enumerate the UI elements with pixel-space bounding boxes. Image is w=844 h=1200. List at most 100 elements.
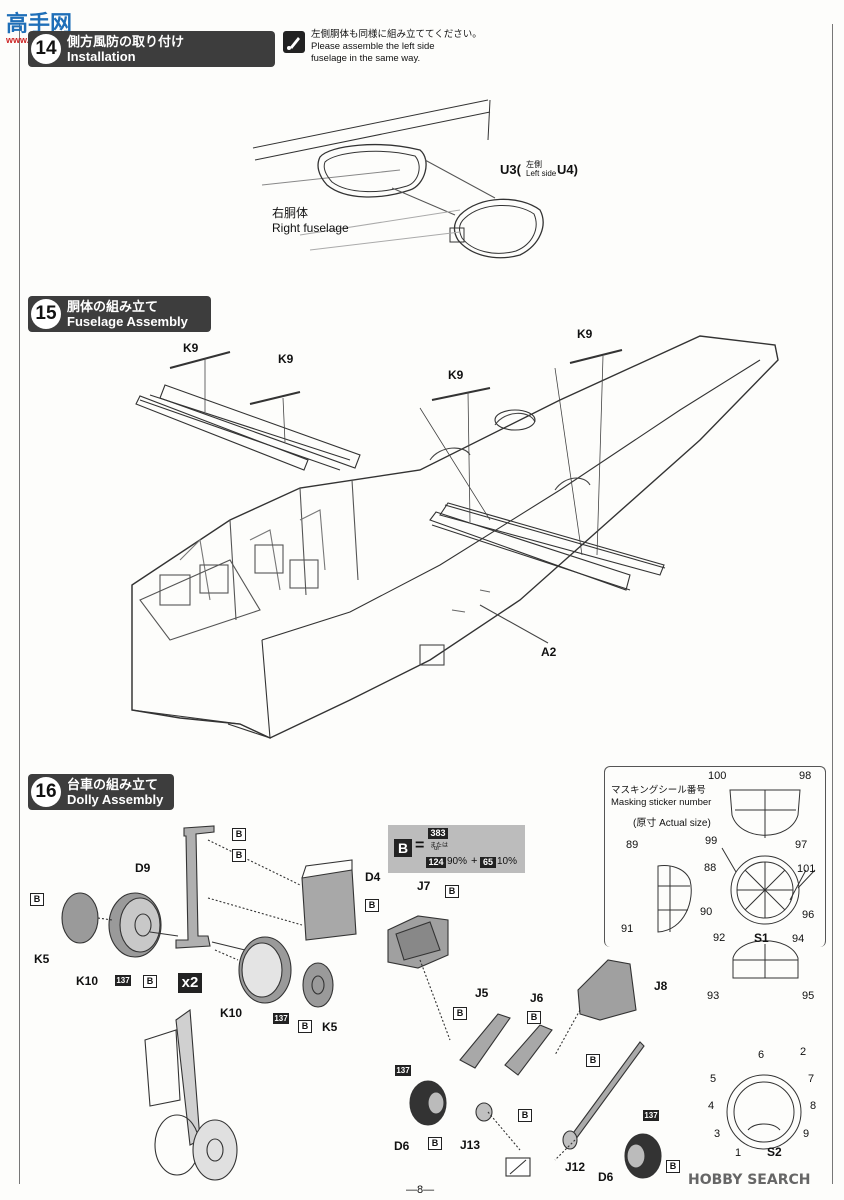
label-d4: D4 bbox=[365, 870, 381, 884]
label-u3: U3( bbox=[500, 162, 521, 177]
paint-callout-box: B = 383 または or 124 90% + 65 10% bbox=[388, 825, 525, 873]
label-j13: J13 bbox=[460, 1138, 481, 1152]
paint-pct-10: 10% bbox=[497, 856, 518, 867]
footer-logo-text: HOBBY SEARCH bbox=[688, 1172, 811, 1188]
step-14-number: 14 bbox=[31, 34, 61, 64]
note-14-en2: fuselage in the same way. bbox=[311, 53, 421, 64]
masking-title-en: Masking sticker number bbox=[611, 797, 712, 808]
paint-b-d4: B bbox=[365, 899, 379, 912]
paint-or-jp: または bbox=[430, 843, 449, 849]
label-k9-3: K9 bbox=[448, 368, 464, 382]
paint-code-383: 383 bbox=[428, 828, 448, 839]
mask-89: 89 bbox=[626, 839, 639, 851]
mask-96: 96 bbox=[802, 909, 815, 921]
paint-b-j8: B bbox=[586, 1054, 600, 1067]
paint-b-j5: B bbox=[453, 1007, 467, 1020]
paint-b-k5-left: B bbox=[30, 893, 44, 906]
step-15-title-en: Fuselage Assembly bbox=[67, 314, 188, 329]
label-d6-left: D6 bbox=[394, 1139, 410, 1153]
mask-93: 93 bbox=[707, 990, 720, 1002]
note-14-jp: 左側胴体も同様に組み立ててください。 bbox=[311, 29, 482, 40]
step-16-title-en: Dolly Assembly bbox=[67, 792, 164, 807]
mask-88: 88 bbox=[704, 862, 717, 874]
mask-94: 94 bbox=[792, 933, 805, 945]
masking-actual-size: (原寸 Actual size) bbox=[633, 818, 711, 829]
paint-b-j6: B bbox=[527, 1011, 541, 1024]
mask-98: 98 bbox=[799, 770, 812, 782]
masking-title-jp: マスキングシール番号 bbox=[611, 785, 706, 796]
step-15-header: 15 胴体の組み立て Fuselage Assembly bbox=[28, 296, 211, 332]
label-u4: U4) bbox=[557, 162, 578, 177]
label-j8: J8 bbox=[654, 979, 668, 993]
note-icon bbox=[283, 31, 305, 53]
mask-95: 95 bbox=[802, 990, 815, 1002]
label-d9: D9 bbox=[135, 861, 151, 875]
masking-title: マスキングシール番号 Masking sticker number bbox=[611, 785, 711, 809]
paint-code-65: 65 bbox=[480, 857, 496, 868]
step-16-number: 16 bbox=[31, 777, 61, 807]
label-right-fuselage: 右胴体 Right fuselage bbox=[272, 206, 349, 235]
note-14-en1: Please assemble the left side bbox=[311, 41, 435, 52]
paint-b-d6-right: B bbox=[666, 1160, 680, 1173]
paint-code-124: 124 bbox=[426, 857, 446, 868]
paint-b-k5-right: B bbox=[298, 1020, 312, 1033]
step-16-header: 16 台車の組み立て Dolly Assembly bbox=[28, 774, 174, 810]
paint-or-en: or bbox=[434, 846, 440, 852]
paint-b-d9-lower: B bbox=[232, 849, 246, 862]
label-k5-right: K5 bbox=[322, 1020, 338, 1034]
paint-b-j7: B bbox=[445, 885, 459, 898]
mask-1: 1 bbox=[735, 1147, 742, 1159]
mask-99: 99 bbox=[705, 835, 718, 847]
mask-97: 97 bbox=[795, 839, 808, 851]
paint-137-d6-right: 137 bbox=[643, 1110, 659, 1121]
mask-2: 2 bbox=[800, 1046, 807, 1058]
paint-137-d6-left: 137 bbox=[395, 1065, 411, 1076]
paint-137-k10-right: 137 bbox=[273, 1013, 289, 1024]
page-number: —8— bbox=[406, 1184, 435, 1196]
mask-4: 4 bbox=[708, 1100, 715, 1112]
mask-101: 101 bbox=[797, 863, 816, 875]
label-k10-left: K10 bbox=[76, 974, 99, 988]
masking-panel bbox=[604, 766, 826, 947]
mask-90: 90 bbox=[700, 906, 713, 918]
paint-b-hub: B bbox=[518, 1109, 532, 1122]
step-14-title-en: Installation bbox=[67, 49, 136, 64]
mask-100: 100 bbox=[708, 770, 727, 782]
label-j5: J5 bbox=[475, 986, 489, 1000]
mask-6: 6 bbox=[758, 1049, 765, 1061]
step-15-number: 15 bbox=[31, 299, 61, 329]
step-16-title-jp: 台車の組み立て bbox=[67, 777, 159, 792]
label-d6-right: D6 bbox=[598, 1170, 614, 1184]
step-14-title-jp: 側方風防の取り付け bbox=[67, 34, 185, 49]
mask-s1: S1 bbox=[754, 931, 769, 945]
step-14-header: 14 側方風防の取り付け Installation bbox=[28, 31, 275, 67]
mask-7: 7 bbox=[808, 1073, 815, 1085]
label-k10-right: K10 bbox=[220, 1006, 243, 1020]
note-14: 左側胴体も同様に組み立ててください。 Please assemble the l… bbox=[311, 29, 482, 65]
paint-letter-b: B bbox=[394, 839, 412, 857]
paint-pct-90: 90% bbox=[447, 856, 468, 867]
paint-b-d6-left: B bbox=[428, 1137, 442, 1150]
mask-5: 5 bbox=[710, 1073, 717, 1085]
mask-9: 9 bbox=[803, 1128, 810, 1140]
paint-plus: + bbox=[471, 855, 478, 867]
paint-b-d9: B bbox=[232, 828, 246, 841]
label-k5-left: K5 bbox=[34, 952, 50, 966]
mask-92: 92 bbox=[713, 932, 726, 944]
label-k9-4: K9 bbox=[577, 327, 593, 341]
page-frame bbox=[19, 24, 833, 1184]
mask-8: 8 bbox=[810, 1100, 817, 1112]
label-j7: J7 bbox=[417, 879, 431, 893]
step-15-title-jp: 胴体の組み立て bbox=[67, 299, 159, 314]
multiplier-x2: x2 bbox=[178, 973, 202, 993]
mask-3: 3 bbox=[714, 1128, 721, 1140]
footer-logo: HOBBY SEARCH bbox=[688, 1172, 810, 1188]
label-j12: J12 bbox=[565, 1160, 586, 1174]
label-a2: A2 bbox=[541, 645, 557, 659]
label-j6: J6 bbox=[530, 991, 544, 1005]
label-left-side: 左側 Left side bbox=[526, 160, 557, 178]
mask-s2: S2 bbox=[767, 1145, 782, 1159]
